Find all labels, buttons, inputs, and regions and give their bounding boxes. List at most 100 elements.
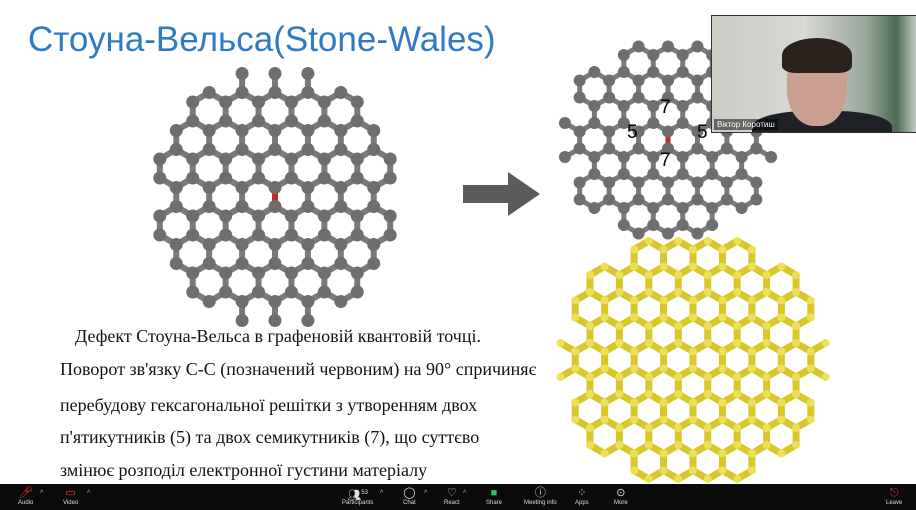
- react-button[interactable]: ♡React: [444, 486, 460, 506]
- atom: [617, 66, 630, 78]
- atom: [703, 390, 712, 398]
- atom: [268, 295, 282, 308]
- atom: [235, 124, 249, 137]
- atom: [558, 151, 571, 163]
- atom: [284, 171, 298, 185]
- atom: [703, 424, 712, 432]
- atom: [689, 415, 697, 424]
- atom: [202, 124, 216, 137]
- atom: [792, 424, 801, 432]
- atom: [219, 228, 233, 242]
- atom: [301, 238, 315, 251]
- atom: [573, 176, 586, 189]
- atom: [806, 415, 815, 424]
- participants-count: 53: [361, 490, 368, 496]
- atom: [647, 168, 660, 180]
- atom: [632, 125, 645, 138]
- atom: [252, 285, 266, 299]
- atom: [235, 200, 249, 213]
- video-button[interactable]: ▭Video: [63, 486, 78, 506]
- atom: [630, 347, 639, 356]
- atom: [662, 142, 674, 155]
- atom: [630, 415, 639, 424]
- atom: [615, 373, 624, 381]
- react-options-caret[interactable]: ^: [463, 490, 467, 497]
- atom: [644, 441, 653, 449]
- atom: [367, 200, 381, 213]
- atom: [219, 171, 233, 185]
- leave-button[interactable]: ⎋Leave: [886, 486, 902, 506]
- atom: [301, 295, 315, 308]
- participants-options-caret[interactable]: ^: [380, 490, 384, 497]
- atom: [186, 95, 200, 109]
- chat-label: Chat: [403, 500, 416, 506]
- apps-button[interactable]: ⁘Apps: [575, 486, 589, 506]
- atom: [350, 95, 364, 109]
- more-icon: ⊙: [616, 487, 626, 499]
- ring-label-5-left: 5: [627, 122, 638, 143]
- atom: [691, 142, 704, 155]
- atom: [689, 296, 697, 305]
- atom: [747, 466, 756, 475]
- atom: [383, 152, 397, 166]
- atom: [806, 296, 815, 305]
- atom: [733, 390, 742, 398]
- atom: [747, 313, 756, 322]
- atom: [268, 238, 282, 251]
- atom: [573, 74, 586, 87]
- atom: [777, 296, 786, 305]
- atom: [317, 209, 331, 223]
- atom: [573, 125, 586, 138]
- share-button[interactable]: ■Share: [486, 486, 502, 506]
- atom: [284, 285, 298, 299]
- atom: [571, 364, 580, 373]
- atom: [662, 40, 674, 53]
- atom: [747, 262, 756, 271]
- atom: [659, 245, 668, 254]
- atom: [662, 91, 674, 104]
- molecule-illustrations: 7 5 5 7: [153, 40, 830, 483]
- atom: [252, 95, 266, 109]
- atom: [718, 449, 727, 458]
- atom: [301, 314, 315, 327]
- atom: [603, 193, 616, 206]
- atom: [691, 74, 704, 87]
- atom: [718, 398, 727, 407]
- atom: [585, 373, 594, 381]
- atom: [762, 288, 771, 296]
- atom: [676, 202, 689, 214]
- atom: [585, 271, 594, 279]
- atom: [383, 228, 397, 242]
- atom: [219, 266, 233, 280]
- atom: [153, 209, 167, 223]
- atom: [317, 152, 331, 166]
- audio-button[interactable]: 🎤︎Audio: [18, 486, 33, 506]
- video-options-caret[interactable]: ^: [87, 490, 91, 497]
- atom: [762, 271, 771, 279]
- atom: [689, 364, 697, 373]
- atom: [777, 262, 786, 271]
- atom: [676, 168, 689, 180]
- info-icon: ⓘ: [534, 487, 546, 499]
- atom: [252, 266, 266, 280]
- atom: [334, 143, 348, 156]
- atom: [202, 181, 216, 194]
- chat-button[interactable]: ◯Chat: [403, 486, 416, 506]
- atom: [235, 314, 249, 327]
- atom: [202, 257, 216, 270]
- atom: [676, 100, 689, 112]
- atom: [284, 209, 298, 223]
- participant-video-tile[interactable]: Віктор Коротиш: [711, 15, 916, 133]
- atom: [733, 424, 742, 432]
- apps-icon: ⁘: [577, 487, 587, 499]
- atom: [747, 449, 756, 458]
- atom: [600, 296, 609, 305]
- atom: [674, 441, 683, 449]
- more-button[interactable]: ⊙More: [614, 486, 628, 506]
- chat-options-caret[interactable]: ^: [424, 490, 428, 497]
- atom: [617, 117, 630, 129]
- atom: [235, 257, 249, 270]
- audio-options-caret[interactable]: ^: [40, 490, 44, 497]
